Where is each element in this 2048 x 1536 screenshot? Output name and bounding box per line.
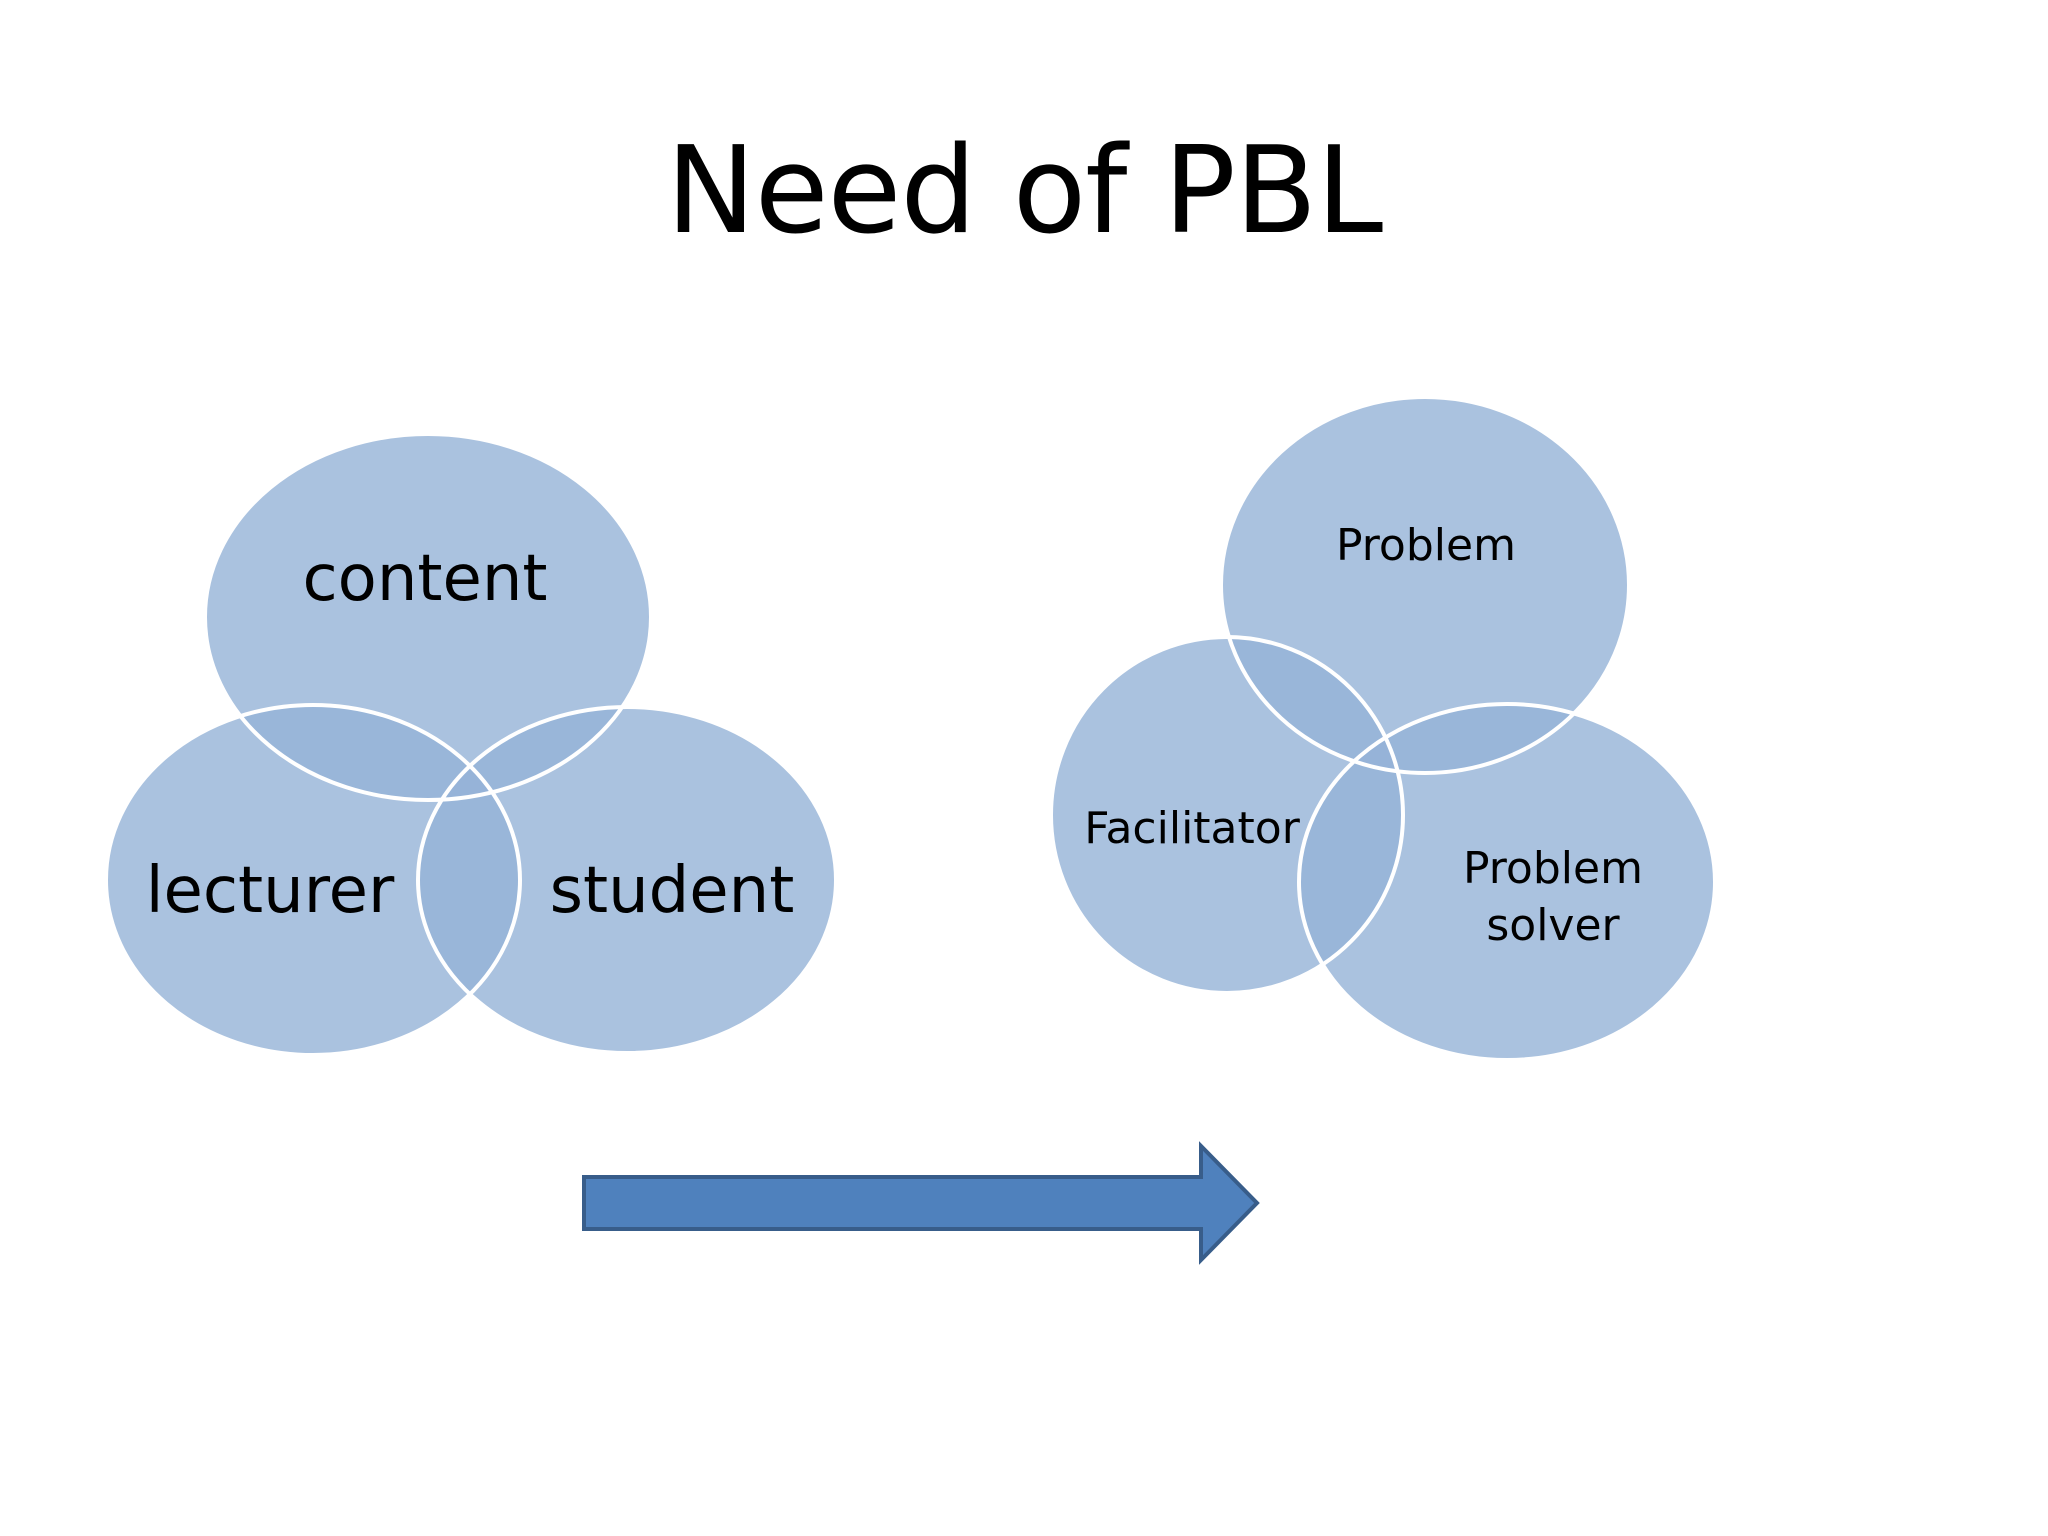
content-circle-outline (203, 432, 653, 802)
facilitator-circle-outline (1049, 635, 1405, 995)
left-venn: content lecturer student (104, 432, 838, 1057)
content-label: content (302, 542, 547, 616)
problem-solver-circle-outline (1297, 702, 1717, 1062)
facilitator-label: Facilitator (1084, 803, 1300, 854)
right-arrow-icon (582, 1141, 1260, 1265)
problem-label: Problem (1336, 520, 1516, 571)
problem-solver-label-line1: Problem (1463, 843, 1643, 894)
lecturer-label: lecturer (146, 854, 395, 928)
problem-circle-outline (1219, 395, 1631, 775)
slide-title: Need of PBL (665, 122, 1383, 261)
problem-solver-label-line2: solver (1486, 900, 1620, 951)
student-circle (418, 707, 836, 1053)
right-venn: Problem Facilitator Problem solver (1049, 395, 1717, 1062)
lecturer-circle-outline (104, 703, 522, 1057)
student-label: student (550, 854, 795, 928)
student-circle-outline (416, 705, 838, 1055)
lecturer-circle (106, 705, 520, 1055)
